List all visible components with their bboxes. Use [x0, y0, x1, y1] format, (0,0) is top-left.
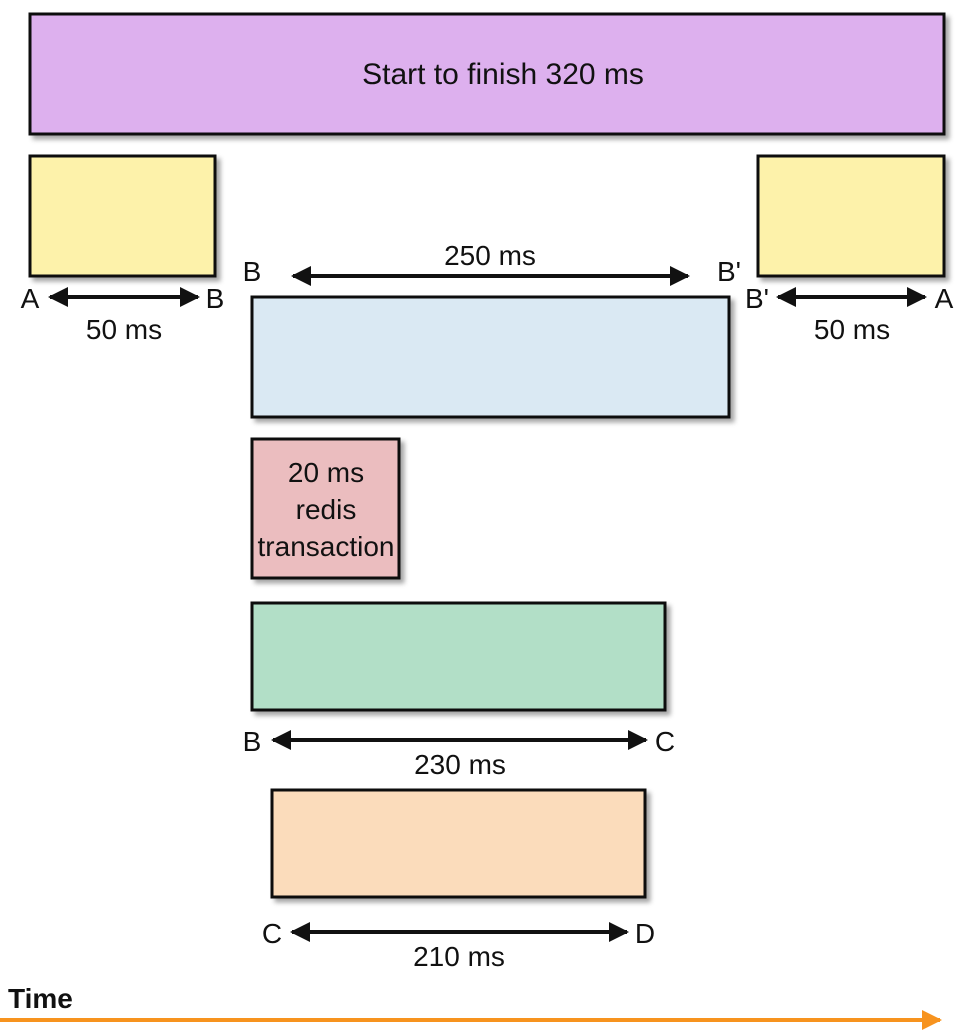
- segment-cd-box: [270, 788, 647, 899]
- server-point-b: B: [243, 256, 262, 287]
- left-duration-label: 50 ms: [86, 314, 162, 345]
- segment-cd-duration-label: 210 ms: [413, 941, 505, 972]
- segment-cd-point-c: C: [262, 918, 282, 949]
- redis-transaction-label: transaction: [258, 531, 395, 562]
- segment-cd-point-d: D: [635, 918, 655, 949]
- left-point-b: B: [206, 283, 225, 314]
- segment-bc-duration-label: 230 ms: [414, 749, 506, 780]
- time-axis-label: Time: [8, 983, 73, 1014]
- total-duration-bar: [28, 12, 946, 136]
- right-point-b-prime: B': [745, 283, 769, 314]
- redis-transaction-box: [250, 437, 401, 580]
- segment-bc-box: [250, 601, 667, 712]
- left-point-a: A: [21, 283, 40, 314]
- right-duration-label: 50 ms: [814, 314, 890, 345]
- right-network-box: [756, 154, 946, 278]
- server-processing-box: [250, 295, 731, 419]
- redis-name-label: redis: [296, 494, 357, 525]
- left-network-box: [28, 154, 217, 278]
- segment-bc-point-b: B: [243, 726, 262, 757]
- total-duration-label: Start to finish 320 ms: [362, 58, 644, 91]
- server-duration-label: 250 ms: [444, 240, 536, 271]
- redis-duration-label: 20 ms: [288, 457, 364, 488]
- right-point-a: A: [935, 283, 954, 314]
- server-point-b-prime: B': [717, 256, 741, 287]
- segment-bc-point-c: C: [655, 726, 675, 757]
